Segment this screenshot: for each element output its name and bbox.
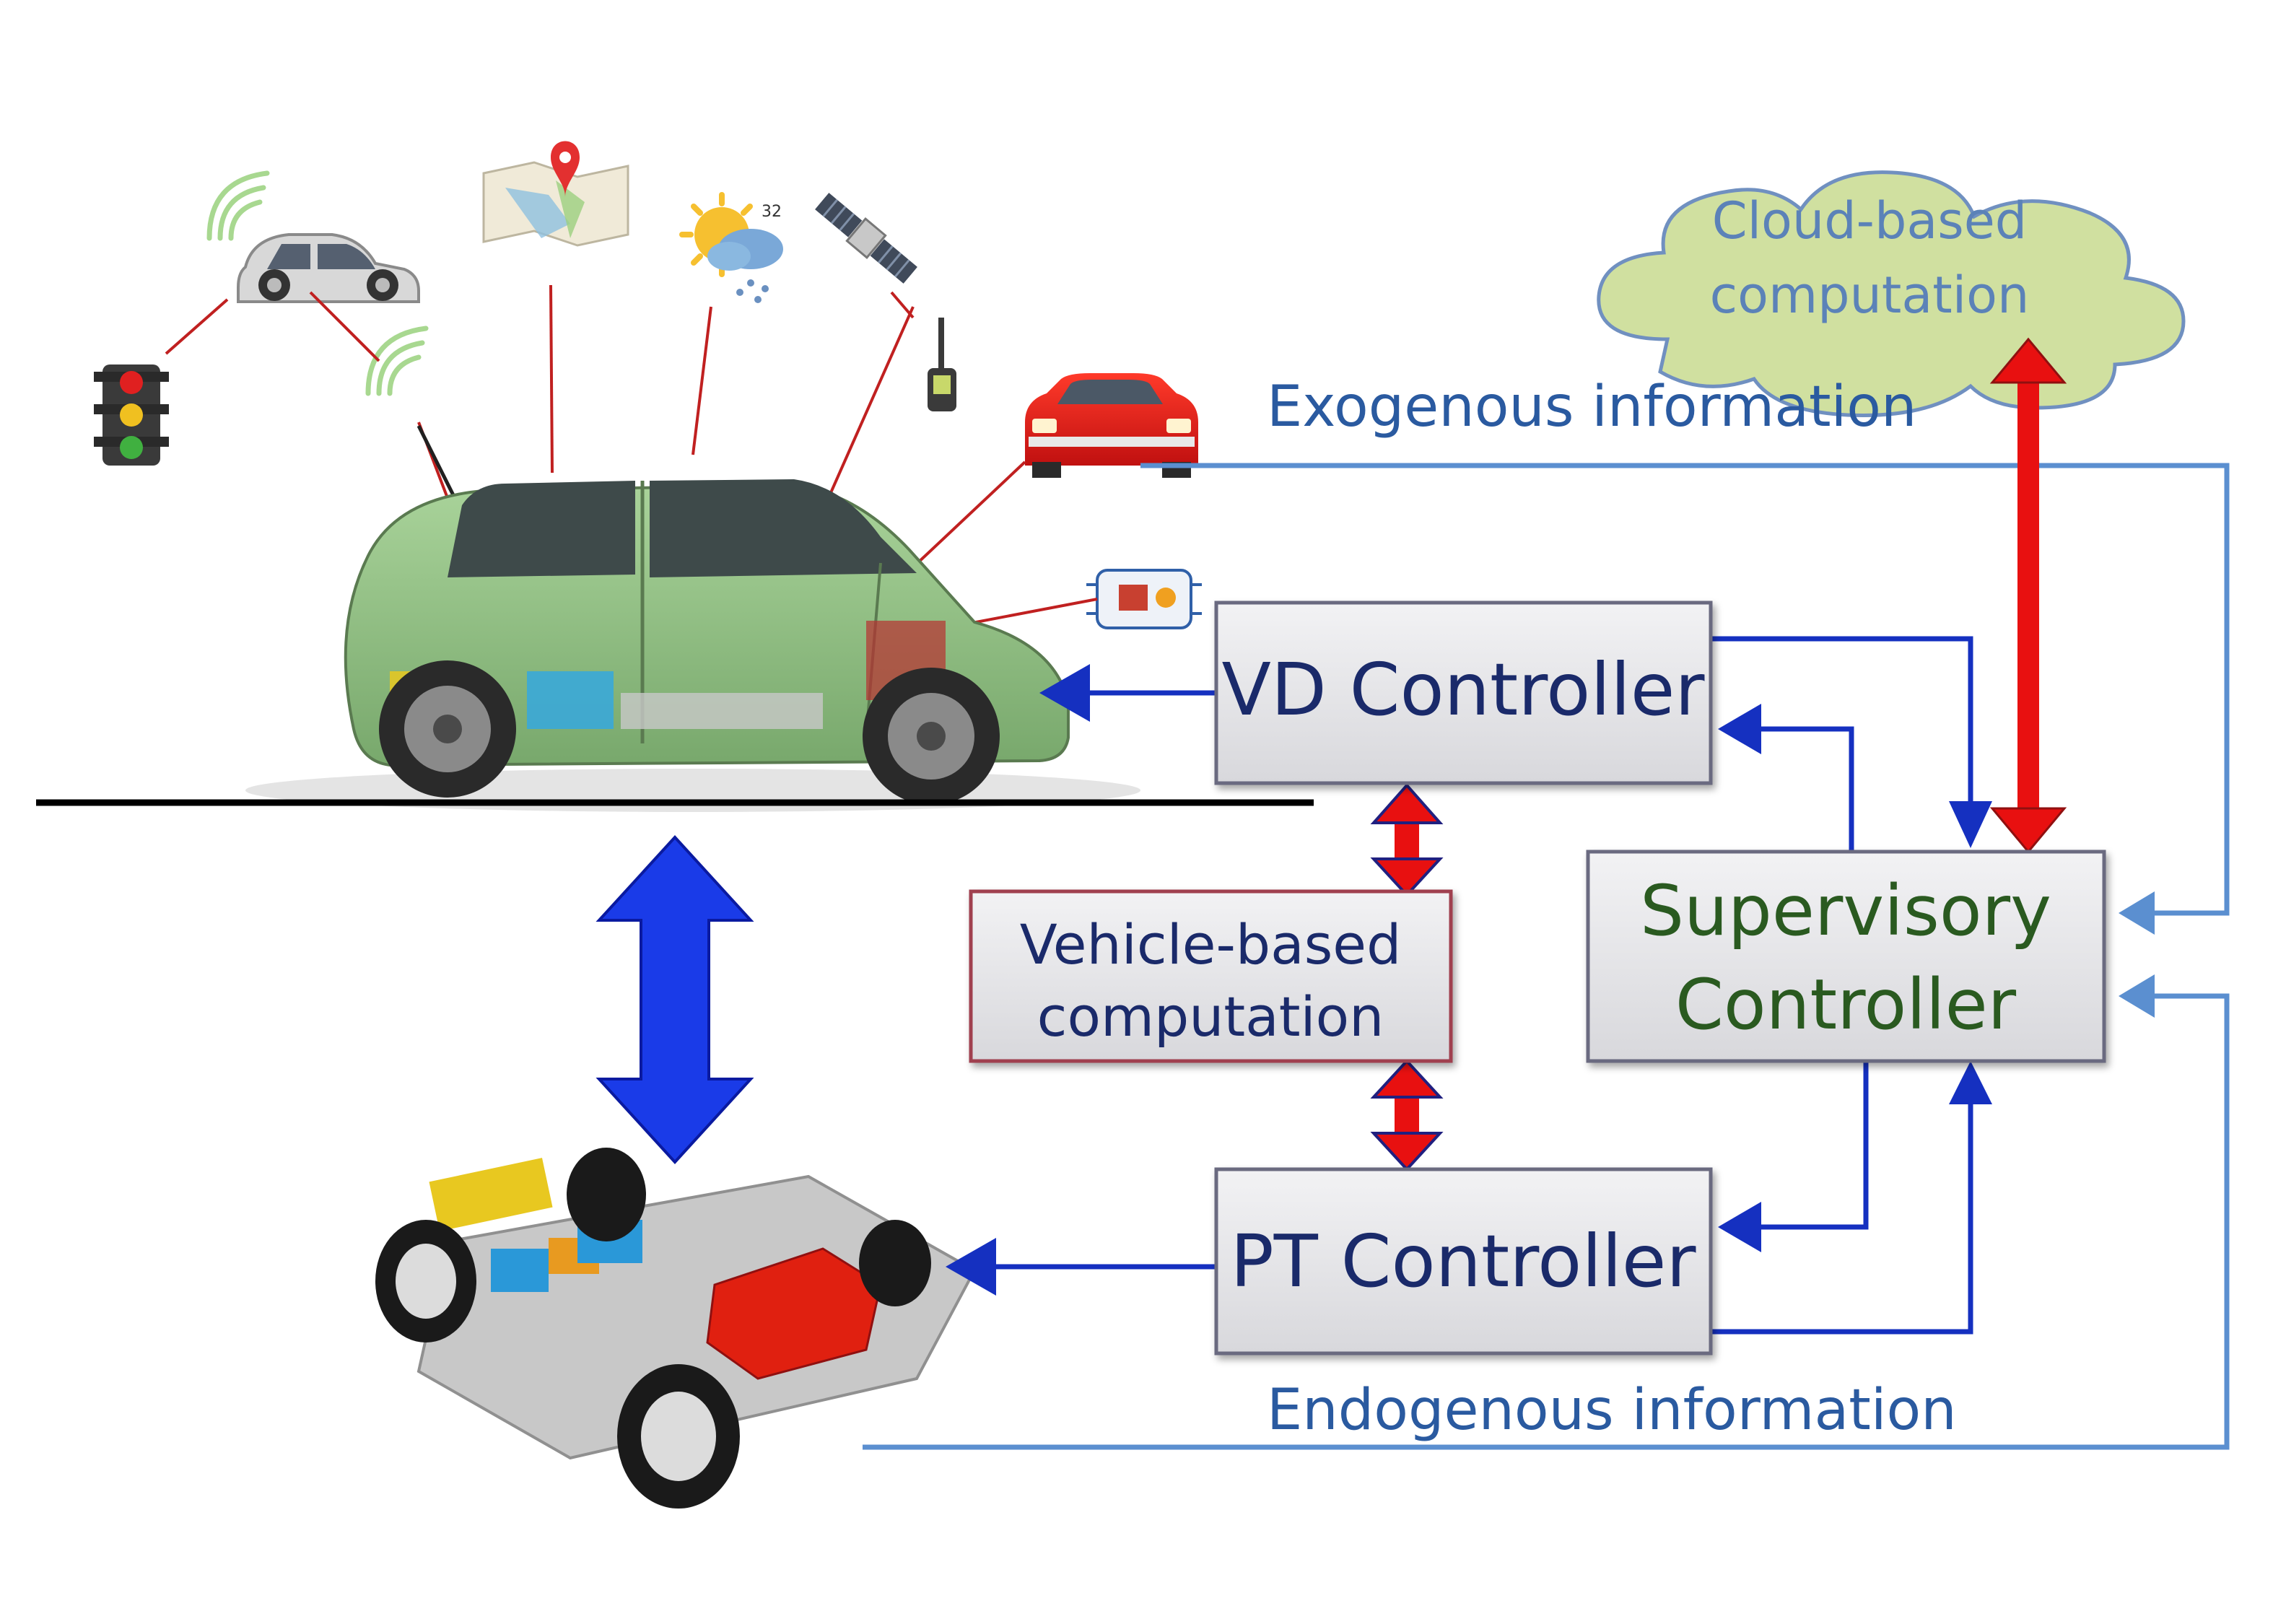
supervisory-controller-box: Supervisory Controller <box>1586 850 2106 1063</box>
weather-icon: 32 <box>679 192 783 303</box>
wifi-signal-icon <box>206 170 270 241</box>
exogenous-info-arrowhead <box>2119 891 2155 935</box>
vd-controller-box: VD Controller <box>1214 601 1713 785</box>
vehicle-icon <box>245 479 1140 812</box>
pt-controller-box: PT Controller <box>1214 1167 1713 1355</box>
endogenous-info-arrowhead <box>2119 974 2155 1018</box>
vehicle-computation-label-line2: computation <box>1037 985 1384 1049</box>
vehicle-computation-box: Vehicle-based computation <box>969 889 1453 1063</box>
pt-controller-label: PT Controller <box>1230 1219 1696 1304</box>
map-pin-icon <box>482 141 629 247</box>
vd-vehicle-computation-link <box>1370 782 1444 897</box>
cloud-label-line1: Cloud-based <box>1712 191 2028 250</box>
physical-link-arrow <box>595 835 754 1164</box>
weather-temp-text: 32 <box>762 203 782 221</box>
control-lines <box>996 636 1973 1335</box>
satellite-icon <box>815 193 917 284</box>
gps-device-icon <box>928 318 956 411</box>
control-arrowheads <box>946 664 1992 1296</box>
endogenous-label: Endogenous information <box>1267 1378 1957 1443</box>
cloud-supervisory-link <box>1989 337 2067 854</box>
endogenous-info-line <box>863 993 2230 1450</box>
exogenous-info-line <box>1140 463 2230 916</box>
traffic-light-icon <box>94 364 169 466</box>
cloud-label-line2: computation <box>1710 266 2030 325</box>
vehicle-computation-label-line1: Vehicle-based <box>1020 912 1402 977</box>
car-antenna <box>416 424 457 499</box>
pt-vehicle-computation-link <box>1370 1059 1444 1171</box>
supervisory-label-line2: Controller <box>1675 964 2017 1045</box>
supervisory-label-line1: Supervisory <box>1640 870 2051 951</box>
wifi-signal-icon <box>365 326 429 396</box>
engine-sensor-icon <box>1086 569 1202 629</box>
connected-car-icon <box>237 233 420 303</box>
lead-vehicle-icon <box>1025 373 1198 478</box>
chassis-icon <box>375 1148 977 1509</box>
vd-controller-label: VD Controller <box>1221 647 1705 732</box>
exogenous-label: Exogenous information <box>1267 375 1916 440</box>
